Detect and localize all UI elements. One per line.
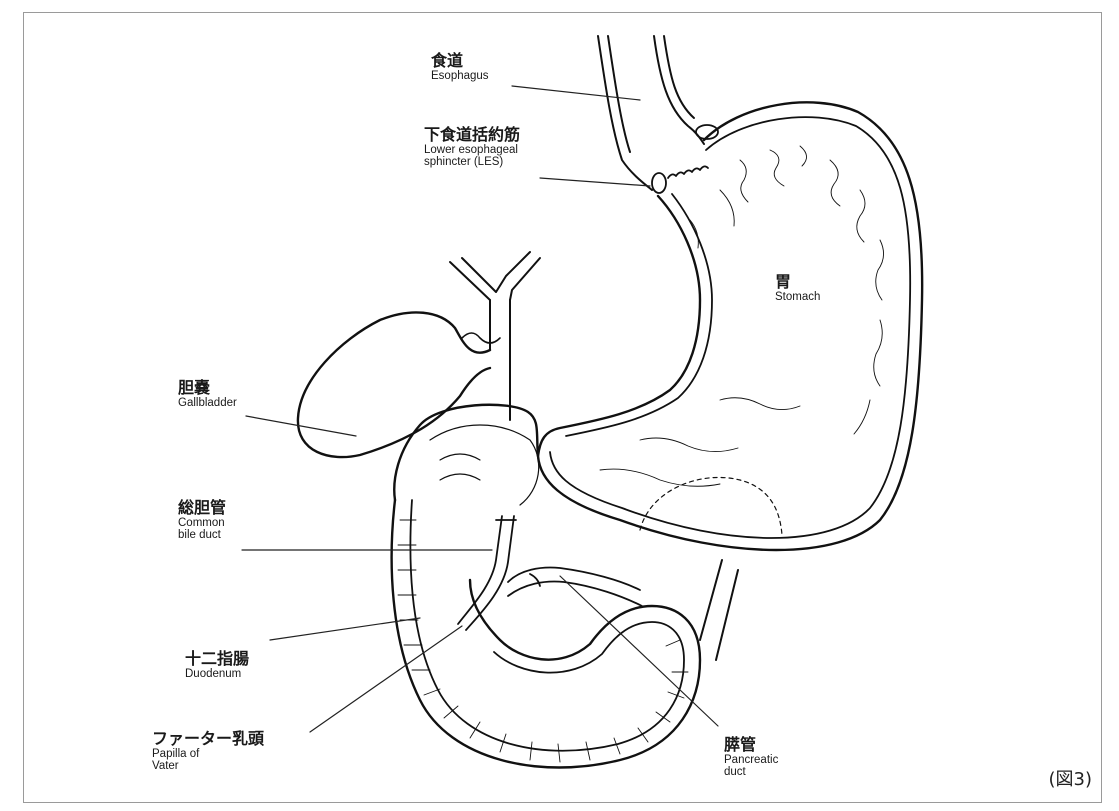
figure-number: (図3) bbox=[1049, 765, 1093, 791]
les-label-ja: 下食道括約筋 bbox=[424, 126, 520, 144]
duodenum-label-ja: 十二指腸 bbox=[185, 650, 249, 668]
leader-lines bbox=[242, 86, 718, 732]
label-esophagus: 食道 Esophagus bbox=[431, 52, 489, 82]
esophagus-label-en: Esophagus bbox=[431, 70, 489, 83]
gallbladder-label-ja: 胆嚢 bbox=[178, 379, 237, 397]
label-common-bile-duct: 総胆管 Common bile duct bbox=[178, 499, 226, 542]
stomach-label-ja: 胃 bbox=[775, 273, 820, 291]
esophagus-label-ja: 食道 bbox=[431, 52, 489, 70]
gallbladder-label-en: Gallbladder bbox=[178, 397, 237, 410]
stomach-shape bbox=[394, 102, 922, 550]
label-pancreatic-duct: 膵管 Pancreatic duct bbox=[724, 736, 778, 779]
pancreatic-duct-shape bbox=[508, 568, 642, 606]
label-gallbladder: 胆嚢 Gallbladder bbox=[178, 379, 237, 409]
label-duodenum: 十二指腸 Duodenum bbox=[185, 650, 249, 680]
papilla-label-ja: ファーター乳頭 bbox=[152, 730, 264, 748]
label-stomach: 胃 Stomach bbox=[775, 273, 820, 303]
label-les: 下食道括約筋 Lower esophageal sphincter (LES) bbox=[424, 126, 520, 169]
papilla-label-en-line2: Vater bbox=[152, 760, 264, 773]
pancreatic-duct-label-en-line1: Pancreatic bbox=[724, 754, 778, 767]
gallbladder-shape bbox=[298, 312, 500, 457]
pancreatic-duct-label-ja: 膵管 bbox=[724, 736, 778, 754]
common-bile-duct-label-en-line1: Common bbox=[178, 517, 226, 530]
common-bile-duct-shape bbox=[458, 516, 516, 630]
label-papilla-of-vater: ファーター乳頭 Papilla of Vater bbox=[152, 730, 264, 773]
pylorus-shape bbox=[430, 425, 539, 505]
stomach-label-en: Stomach bbox=[775, 291, 820, 304]
pancreatic-duct-label-en-line2: duct bbox=[724, 766, 778, 779]
common-bile-duct-label-en-line2: bile duct bbox=[178, 529, 226, 542]
esophagus-shape bbox=[598, 36, 704, 190]
papilla-label-en-line1: Papilla of bbox=[152, 748, 264, 761]
duodenum-label-en: Duodenum bbox=[185, 668, 249, 681]
les-label-en-line2: sphincter (LES) bbox=[424, 156, 520, 169]
common-bile-duct-label-ja: 総胆管 bbox=[178, 499, 226, 517]
les-label-en-line1: Lower esophageal bbox=[424, 144, 520, 157]
